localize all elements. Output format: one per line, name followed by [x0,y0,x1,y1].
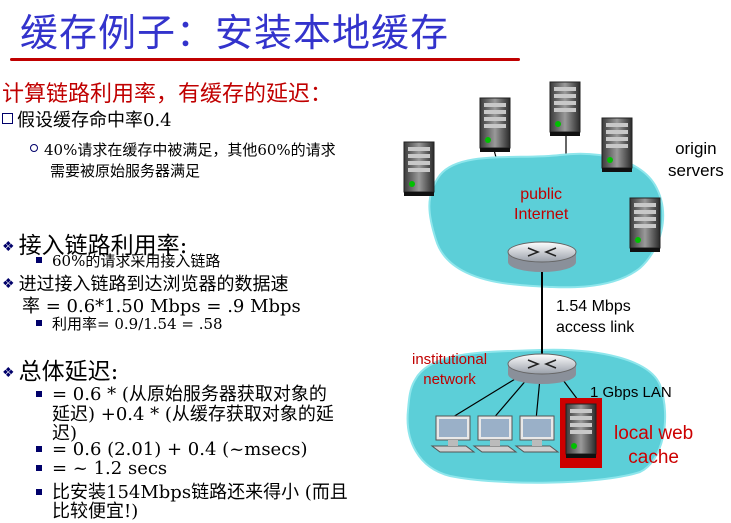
server-icon [403,141,435,197]
delay-item4-text1: 比安装154Mbps链路还来得小 (而且 [52,482,348,503]
circle-bullet-icon [30,144,38,152]
server-icon [629,197,661,253]
delay-item1-text1: = 0.6 * (从原始服务器获取对象的 [52,384,327,405]
access-link-label: 1.54 Mbps access link [556,296,634,338]
square-bullet-icon [36,489,42,495]
delay-heading: ❖总体延迟: [2,352,118,386]
inst-label-line1: institutional [412,351,488,368]
delay-heading-text: 总体延迟: [18,359,119,385]
square-bullet-icon [36,320,42,326]
delay-item1-line3: 迟) [52,423,78,444]
square-bullet-icon [2,113,13,124]
utilization-item2-text: 利用率= 0.9/1.54 = .58 [52,315,223,333]
delay-item1-line2: 延迟) +0.4 * (从缓存获取对象的延 [52,404,334,425]
utilization-rate-line1: ❖进过接入链路到达浏览器的数据速 [2,270,289,296]
origin-label-line2: servers [668,161,724,180]
link-label-line2: access link [556,319,635,336]
public-internet-label: public Internet [514,185,568,225]
diamond-bullet-icon: ❖ [2,365,15,381]
cache-label-line2: cache [628,447,679,468]
assumption-text: 假设缓存命中率0.4 [17,110,172,131]
delay-item3-text: = ~ 1.2 secs [52,458,168,479]
cache-server-icon [560,398,602,468]
server-icon [479,97,511,153]
router-icon [507,353,577,384]
square-bullet-icon [36,446,42,452]
institutional-network-label: institutional network [412,350,487,390]
server-icon [549,81,581,137]
diamond-bullet-icon: ❖ [2,239,15,255]
utilization-item1-text: 60%的请求采用接入链路 [52,252,221,270]
inst-label-line2: network [423,371,476,388]
delay-item2: = 0.6 (2.01) + 0.4 (~msecs) [36,439,308,460]
server-icon [601,117,633,173]
public-label-line2: Internet [514,206,569,223]
origin-label-line1: origin [675,139,717,158]
assumption-sub-line2: 需要被原始服务器满足 [50,162,201,180]
utilization-item1: 60%的请求采用接入链路 [36,251,220,271]
public-internet-cloud [428,152,665,289]
delay-item4-line2: 比较便宜!) [52,501,139,522]
delay-item2-text: = 0.6 (2.01) + 0.4 (~msecs) [52,439,308,460]
assumption-sub-text1: 40%请求在缓存中被满足，其他60%的请求 [44,141,336,159]
assumption-item: 假设缓存命中率0.4 [2,106,172,132]
utilization-heading: ❖接入链路利用率: [2,226,187,260]
assumption-sub-line1: 40%请求在缓存中被满足，其他60%的请求 [30,140,336,160]
subtitle: 计算链路利用率，有缓存的延迟： [2,82,333,107]
title-underline [10,58,520,61]
page-title: 缓存例子：安装本地缓存 [20,11,450,55]
diamond-bullet-icon: ❖ [2,276,15,292]
utilization-item2: 利用率= 0.9/1.54 = .58 [36,314,223,334]
delay-item1-line1: = 0.6 * (从原始服务器获取对象的 [36,380,327,406]
cache-label-line1: local web [614,423,694,444]
utilization-rate-line2: 率 = 0.6*1.50 Mbps = .9 Mbps [22,296,301,317]
lan-label: 1 Gbps LAN [590,384,672,401]
utilization-rate-text1: 进过接入链路到达浏览器的数据速 [18,274,289,295]
square-bullet-icon [36,257,42,263]
square-bullet-icon [36,391,42,397]
router-icon [507,241,577,272]
public-label-line1: public [520,186,563,203]
delay-item3: = ~ 1.2 secs [36,458,167,479]
origin-servers-label: origin servers [668,138,724,182]
square-bullet-icon [36,465,42,471]
link-label-line1: 1.54 Mbps [556,298,631,315]
delay-item4-line1: 比安装154Mbps链路还来得小 (而且 [36,478,348,504]
utilization-heading-text: 接入链路利用率: [18,233,188,259]
local-web-cache-label: local web cache [614,422,693,470]
